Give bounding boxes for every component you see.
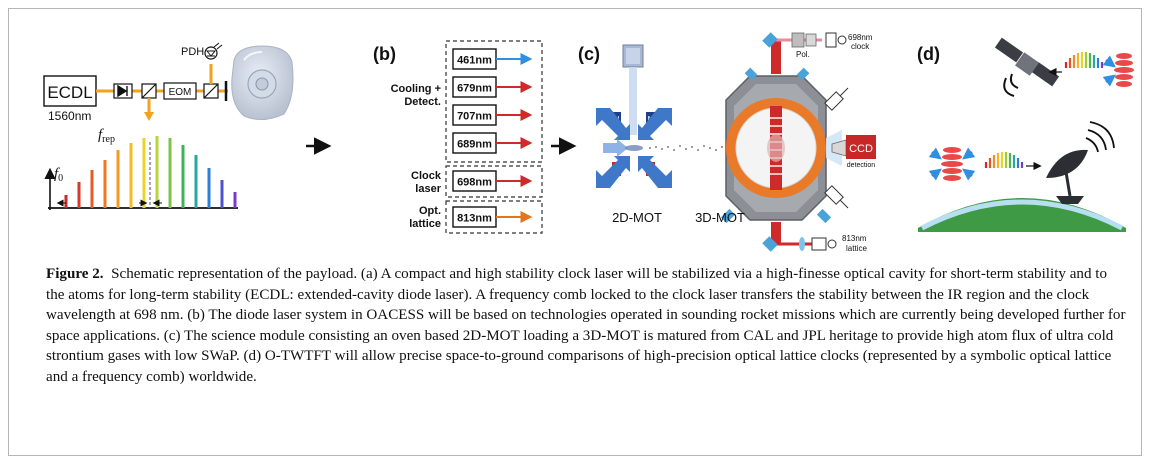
mot-beam-tl: [596, 108, 630, 140]
svg-text:689nm: 689nm: [457, 139, 492, 151]
label-2d-mot: 2D-MOT: [612, 210, 662, 225]
photodiode-icon: [204, 46, 218, 60]
detection-label: detection: [847, 162, 876, 169]
optical-cavity-cube: [231, 45, 294, 120]
comb-lines: [64, 136, 237, 208]
clock-698-label: 698nm: [848, 33, 873, 42]
earth-icon: [918, 198, 1126, 232]
frep-label: frep: [98, 127, 115, 145]
laser-679: 679nm: [452, 76, 533, 98]
laser-689: 689nm: [452, 132, 533, 154]
figure-caption: Figure 2. Schematic representation of th…: [46, 264, 1126, 388]
panel-d: (d): [917, 37, 1134, 232]
ecdl-box: [43, 75, 97, 107]
svg-text:679nm: 679nm: [457, 83, 492, 95]
group-label-cooling: Cooling +Detect.: [391, 83, 441, 108]
clock-optics: Pol. 698nm clock: [762, 32, 873, 59]
panel-c: (c) N N S S 2D-MOT: [578, 32, 876, 253]
group-label-lattice: Opt.lattice: [409, 205, 441, 230]
svg-text:813nm: 813nm: [457, 213, 492, 225]
laser-461: 461nm: [452, 48, 533, 70]
mot-2d: N N S S 2D-MOT: [596, 44, 672, 225]
lattice-813-label: 813nm: [842, 234, 867, 243]
caption-label: Figure 2.: [46, 266, 104, 282]
f0-label: f0: [54, 166, 63, 184]
pdh-label: PDH: [181, 46, 204, 58]
mot-3d-chamber: 3D-MOT: [695, 40, 842, 244]
ecdl-label: ECDL: [47, 83, 92, 102]
fiber-port-upper-right: [824, 87, 849, 111]
label-3d-mot: 3D-MOT: [695, 210, 745, 225]
optical-lattice-top: [1102, 53, 1134, 87]
ccd-camera: CCD detection: [831, 135, 876, 169]
group-box-clock: [445, 165, 543, 198]
panel-b-label: (b): [373, 44, 396, 64]
mot-beam-bl: [596, 156, 630, 188]
caption-text: Schematic representation of the payload.…: [46, 266, 1126, 385]
group-box-lattice: [445, 200, 543, 234]
lattice-word-label: lattice: [846, 244, 867, 253]
satellite-icon: [994, 37, 1060, 97]
panel-c-label: (c): [578, 44, 600, 64]
clock-word-label: clock: [851, 42, 870, 51]
mot-beam-br: [638, 156, 672, 188]
panel-a: ECDL 1560nm EOM PDH f0: [43, 42, 294, 210]
panel-d-label: (d): [917, 44, 940, 64]
comb-spectrum-top: [1064, 52, 1104, 68]
ground-antenna-icon: [1046, 121, 1115, 204]
figure-2-schematic: ECDL 1560nm EOM PDH f0: [43, 32, 1134, 253]
ccd-label: CCD: [849, 143, 873, 155]
ecdl-wavelength: 1560nm: [48, 109, 91, 123]
lattice-optics: 813nm lattice: [762, 234, 867, 253]
push-beam: [603, 139, 628, 157]
group-box-cooling: [445, 40, 543, 163]
laser-707: 707nm: [452, 104, 533, 126]
mot-beam-tr: [638, 108, 672, 140]
isolator-diode-icon: [117, 84, 128, 98]
laser-813: 813nm: [452, 206, 533, 228]
svg-text:707nm: 707nm: [457, 111, 492, 123]
optical-lattice-ground: [928, 147, 976, 181]
comb-spectrum-bottom: [984, 152, 1024, 168]
eom-label: EOM: [169, 87, 192, 98]
pol-label: Pol.: [796, 50, 810, 59]
laser-698: 698nm: [452, 170, 533, 192]
svg-text:698nm: 698nm: [457, 177, 492, 189]
eom-box: [163, 82, 197, 100]
svg-text:461nm: 461nm: [457, 55, 492, 67]
fiber-port-lower-right: [824, 185, 849, 209]
